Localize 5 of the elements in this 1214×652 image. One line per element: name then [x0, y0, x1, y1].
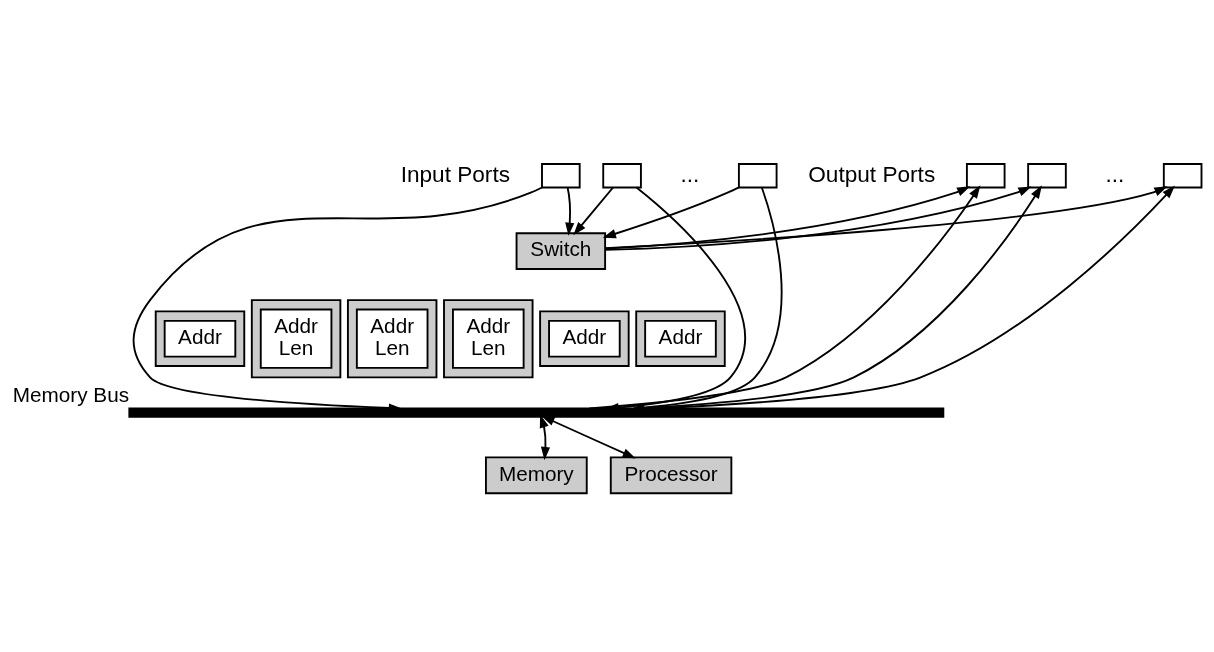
node-label: Memory Bus	[12, 383, 130, 407]
label: Input Ports	[400, 161, 510, 187]
label: ...	[680, 161, 700, 187]
label: Output Ports	[808, 161, 936, 187]
label: ...	[1105, 161, 1125, 187]
